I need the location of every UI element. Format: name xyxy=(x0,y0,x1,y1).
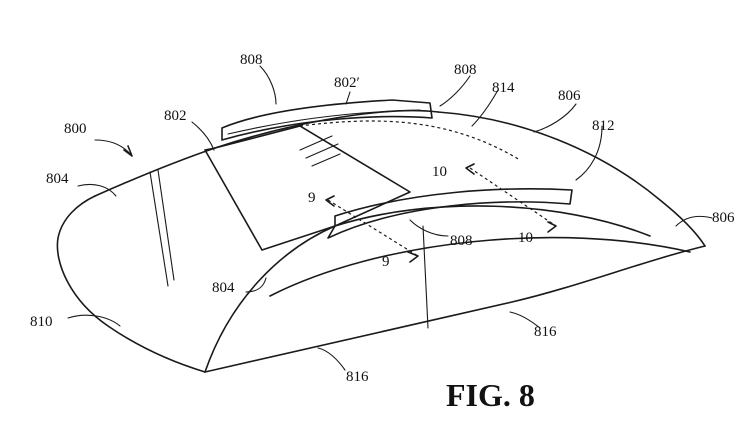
windshield-panel xyxy=(204,125,411,251)
arrow-9b xyxy=(407,251,419,263)
arrow-800 xyxy=(123,145,133,157)
leader-808c xyxy=(409,219,449,237)
windshield-front-pillar xyxy=(204,225,336,373)
side-arc-lower xyxy=(269,236,691,297)
arrow-9a xyxy=(325,195,335,207)
label-808-top: 808 xyxy=(240,52,263,68)
label-816-right: 816 xyxy=(534,324,557,340)
leader-804b xyxy=(245,277,267,293)
label-802-prime: 802′ xyxy=(334,75,360,91)
leader-816b xyxy=(509,311,541,329)
vehicle-roof-top-outline xyxy=(94,147,216,197)
label-816-bottom: 816 xyxy=(346,369,369,385)
lower-body-line xyxy=(204,245,706,373)
label-section-10-bottom: 10 xyxy=(518,230,533,246)
leader-814 xyxy=(471,89,499,127)
section-line-10 xyxy=(469,167,557,227)
arrow-10a xyxy=(465,163,475,175)
vehicle-front-outline xyxy=(56,195,206,373)
glass-reflection-5 xyxy=(311,153,341,167)
side-arc-line xyxy=(334,205,651,237)
roof-rail-side xyxy=(327,188,573,239)
leader-806b xyxy=(675,215,713,227)
roof-side-curve xyxy=(214,109,439,149)
glass-reflection-1 xyxy=(149,171,169,287)
label-806-top: 806 xyxy=(558,88,581,104)
label-810: 810 xyxy=(30,314,53,330)
leader-808b xyxy=(439,75,471,107)
leader-816a xyxy=(317,347,346,371)
label-804-side: 804 xyxy=(212,280,235,296)
label-814: 814 xyxy=(492,80,515,96)
label-section-9-bottom: 9 xyxy=(382,254,390,270)
label-808-side: 808 xyxy=(450,233,473,249)
figure-caption: FIG. 8 xyxy=(446,377,535,413)
leader-802 xyxy=(191,121,215,151)
label-806-rear: 806 xyxy=(712,210,735,226)
glass-reflection-3 xyxy=(299,135,333,151)
leader-804a xyxy=(77,183,117,197)
label-802: 802 xyxy=(164,108,187,124)
glass-reflection-4 xyxy=(305,143,339,159)
roof-rear-line xyxy=(437,111,706,247)
roof-dashed-line xyxy=(299,120,521,161)
label-804-front: 804 xyxy=(46,171,69,187)
label-800: 800 xyxy=(64,121,87,137)
leader-806a xyxy=(533,103,577,133)
roof-rail-top-inner xyxy=(227,109,421,135)
label-section-10-top: 10 xyxy=(432,164,447,180)
label-808-right: 808 xyxy=(454,62,477,78)
leader-810 xyxy=(67,314,121,327)
roof-rail-top xyxy=(221,99,433,141)
door-seam-line xyxy=(422,225,429,329)
label-section-9-top: 9 xyxy=(308,190,316,206)
leader-802p xyxy=(345,91,351,105)
glass-reflection-2 xyxy=(157,169,175,281)
leader-800 xyxy=(94,139,133,157)
arrow-10b xyxy=(547,221,557,233)
label-812: 812 xyxy=(592,118,615,134)
leader-812 xyxy=(575,125,603,181)
leader-808a xyxy=(259,65,277,105)
